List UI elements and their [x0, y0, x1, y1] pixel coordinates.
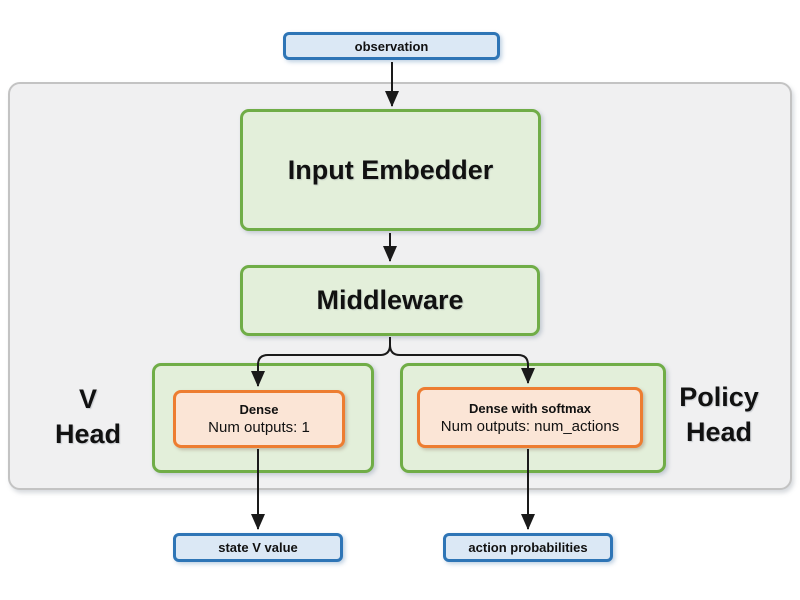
action-probabilities-node: action probabilities	[443, 533, 613, 562]
policy-head-dense-node: Dense with softmax Num outputs: num_acti…	[417, 387, 643, 448]
v-head-dense-node: Dense Num outputs: 1	[173, 390, 345, 448]
middleware-label: Middleware	[316, 285, 464, 315]
input-embedder-node: Input Embedder	[240, 109, 541, 231]
state-v-value-label: state V value	[218, 540, 298, 555]
observation-node: observation	[283, 32, 500, 60]
v-head-label-line1: V	[78, 384, 97, 414]
policy-head-label-line1: Policy	[679, 382, 759, 412]
action-probabilities-label: action probabilities	[468, 540, 588, 555]
state-v-value-node: state V value	[173, 533, 343, 562]
v-head-label: V Head	[20, 382, 156, 452]
input-embedder-label: Input Embedder	[287, 154, 494, 185]
dense-title: Dense	[239, 402, 279, 417]
policy-head-label-line2: Head	[685, 417, 753, 447]
middleware-node: Middleware	[240, 265, 540, 336]
dense-softmax-num-outputs: Num outputs: num_actions	[440, 417, 620, 435]
dense-softmax-title: Dense with softmax	[468, 400, 592, 416]
policy-head-label: Policy Head	[650, 380, 788, 450]
observation-label: observation	[354, 38, 429, 54]
v-head-label-line2: Head	[54, 419, 122, 449]
dense-num-outputs: Num outputs: 1	[208, 419, 310, 436]
